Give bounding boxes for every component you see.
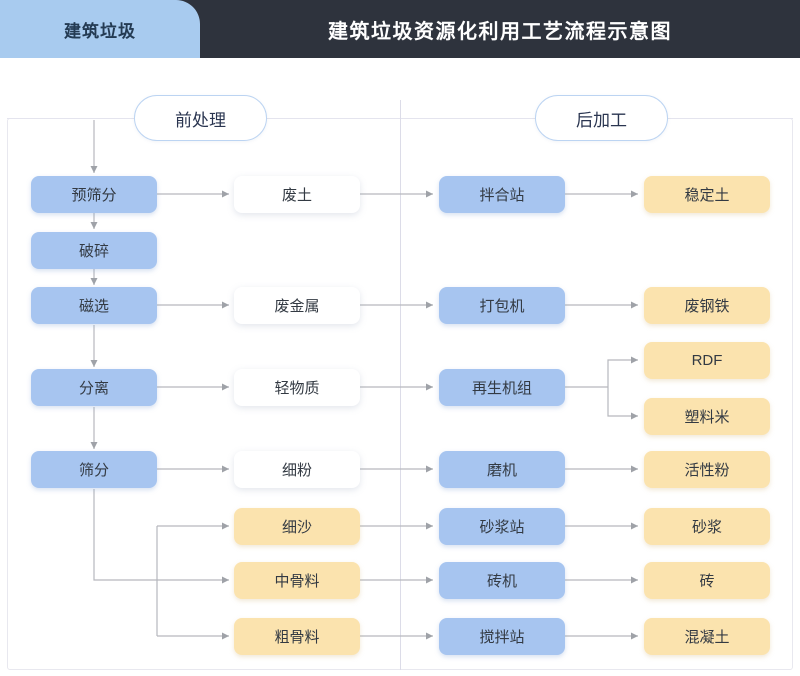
node-label: 轻物质 (274, 380, 320, 397)
node-mortar-station[interactable]: 砂浆站 (439, 508, 565, 545)
node-label: 细粉 (281, 462, 312, 479)
node-label: 废金属 (274, 298, 320, 315)
header-bar: 建筑垃圾 建筑垃圾资源化利用工艺流程示意图 (0, 0, 800, 58)
header-tab[interactable]: 建筑垃圾 (0, 0, 200, 58)
node-brick-machine[interactable]: 砖机 (439, 562, 565, 599)
node-label: 塑料米 (684, 409, 730, 426)
node-mixing-station[interactable]: 拌合站 (439, 176, 565, 213)
page-title: 建筑垃圾资源化利用工艺流程示意图 (200, 0, 800, 58)
node-screening[interactable]: 筛分 (31, 451, 157, 488)
node-plastic-pellets[interactable]: 塑料米 (644, 398, 770, 435)
node-label: 破碎 (78, 243, 109, 260)
node-fine-powder[interactable]: 细粉 (234, 451, 360, 488)
node-label: 中骨料 (274, 573, 320, 590)
node-label: 砂浆 (691, 519, 722, 536)
node-separation[interactable]: 分离 (31, 369, 157, 406)
node-label: RDF (691, 352, 723, 369)
node-waste-soil[interactable]: 废土 (234, 176, 360, 213)
node-active-powder[interactable]: 活性粉 (644, 451, 770, 488)
node-regeneration-unit[interactable]: 再生机组 (439, 369, 565, 406)
node-label: 混凝土 (684, 629, 730, 646)
node-crush[interactable]: 破碎 (31, 232, 157, 269)
node-concrete-station[interactable]: 搅拌站 (439, 618, 565, 655)
node-label: 打包机 (479, 298, 525, 315)
node-label: 细沙 (281, 519, 312, 536)
node-stabilized-soil[interactable]: 稳定土 (644, 176, 770, 213)
node-mill[interactable]: 磨机 (439, 451, 565, 488)
node-label: 废土 (281, 187, 312, 204)
node-label: 搅拌站 (479, 629, 525, 646)
node-label: 拌合站 (479, 187, 525, 204)
node-magnetic-separation[interactable]: 磁选 (31, 287, 157, 324)
node-fine-sand[interactable]: 细沙 (234, 508, 360, 545)
node-label: 砖机 (486, 573, 517, 590)
node-pre-screen[interactable]: 预筛分 (31, 176, 157, 213)
node-label: 磨机 (486, 462, 517, 479)
node-baler[interactable]: 打包机 (439, 287, 565, 324)
section-label-pre-process: 前处理 (134, 95, 267, 141)
node-label: 再生机组 (471, 380, 532, 397)
node-rdf[interactable]: RDF (644, 342, 770, 379)
node-label: 粗骨料 (274, 629, 320, 646)
section-label-post-process: 后加工 (535, 95, 668, 141)
node-coarse-aggregate[interactable]: 粗骨料 (234, 618, 360, 655)
node-label: 废钢铁 (684, 298, 730, 315)
node-scrap-steel[interactable]: 废钢铁 (644, 287, 770, 324)
node-light-material[interactable]: 轻物质 (234, 369, 360, 406)
section-label-text: 后加工 (576, 110, 627, 130)
vertical-section-divider (400, 100, 401, 670)
node-label: 砖 (699, 573, 715, 590)
header-tab-label: 建筑垃圾 (64, 21, 136, 41)
node-medium-aggregate[interactable]: 中骨料 (234, 562, 360, 599)
node-label: 砂浆站 (479, 519, 525, 536)
node-label: 分离 (78, 380, 109, 397)
node-label: 活性粉 (684, 462, 730, 479)
node-label: 稳定土 (684, 187, 730, 204)
node-label: 磁选 (78, 298, 109, 315)
section-label-text: 前处理 (175, 110, 226, 130)
node-waste-metal[interactable]: 废金属 (234, 287, 360, 324)
node-brick[interactable]: 砖 (644, 562, 770, 599)
node-concrete[interactable]: 混凝土 (644, 618, 770, 655)
page-title-text: 建筑垃圾资源化利用工艺流程示意图 (328, 20, 672, 43)
node-label: 预筛分 (71, 187, 117, 204)
node-label: 筛分 (78, 462, 109, 479)
node-mortar[interactable]: 砂浆 (644, 508, 770, 545)
